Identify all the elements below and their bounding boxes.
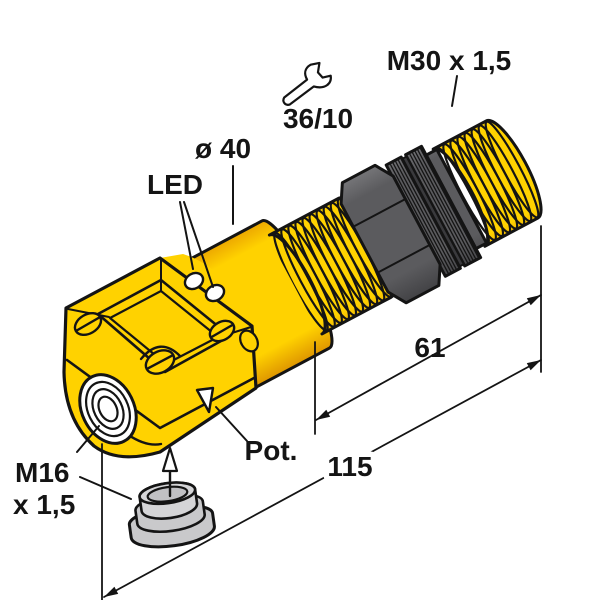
drawing-root [62, 61, 543, 600]
corner-screw [73, 311, 103, 337]
label-diameter: ø 40 [195, 133, 251, 164]
labels: M30 x 1,5 36/10 ø 40 LED Pot. M16 x 1,5 … [13, 45, 511, 520]
leader-line-m16-cap [79, 476, 132, 500]
leader-line-pot [215, 406, 248, 442]
annotation-lines [76, 75, 542, 600]
label-dim-115: 115 [327, 451, 372, 482]
leader-line-led-2 [183, 201, 214, 288]
label-gland-thread-1: M16 [15, 457, 69, 488]
label-thread-spec: M30 x 1,5 [387, 45, 512, 76]
leader-line-m16-hole [76, 425, 100, 453]
screw-arch [139, 345, 182, 361]
leader-line-led-1 [179, 201, 194, 270]
dimension-line-115 [103, 359, 542, 598]
label-gland-thread-2: x 1,5 [13, 489, 75, 520]
leader-line-m30 [451, 75, 458, 107]
label-wrench-size: 36/10 [283, 103, 353, 134]
corner-screw [239, 329, 259, 353]
corner-screw [208, 319, 236, 343]
wrench-icon [282, 61, 332, 106]
label-dim-61: 61 [414, 332, 445, 363]
led-indicator-hole [204, 283, 226, 303]
knurled-ring-front [384, 155, 462, 278]
led-indicator-hole [183, 271, 205, 291]
knurled-ring-rear [404, 144, 483, 268]
label-led: LED [147, 169, 203, 200]
label-pot: Pot. [245, 435, 298, 466]
